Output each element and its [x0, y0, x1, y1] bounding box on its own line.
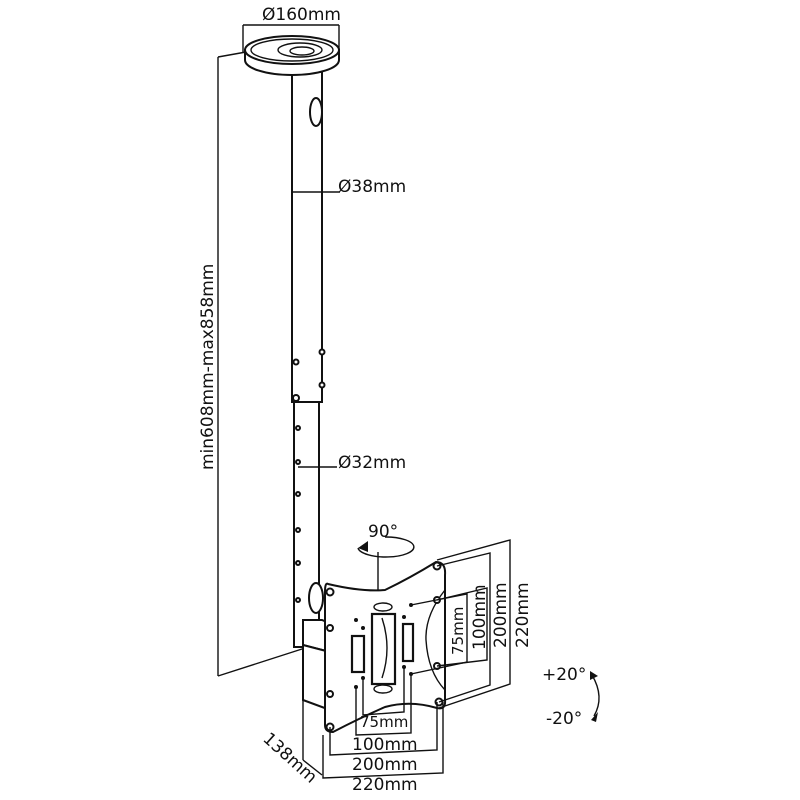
- lower-tube-diameter-label: Ø32mm: [338, 453, 406, 473]
- tilt-arrow-icon: [591, 674, 600, 717]
- ceiling-plate: [244, 35, 340, 76]
- vesa-h-220-label: 220mm: [352, 775, 418, 795]
- tube-hole: [292, 394, 300, 402]
- vesa-v-200-label: 200mm: [491, 582, 511, 648]
- tilt-up-label: +20°: [542, 665, 586, 685]
- depth-label: 138mm: [259, 729, 321, 788]
- vesa-v-100-label: 100mm: [470, 584, 490, 650]
- swivel-label: 90°: [368, 522, 398, 542]
- plate-diameter-label: Ø160mm: [262, 5, 341, 25]
- swivel-arrow-icon: [357, 536, 415, 558]
- vesa-v-220-label: 220mm: [513, 582, 533, 648]
- tube-hole: [292, 358, 300, 366]
- tube-slot: [309, 97, 323, 127]
- vesa-v-75-label: 75mm: [449, 607, 467, 655]
- vesa-h-75-label: 75mm: [360, 713, 408, 731]
- vesa-h-200-label: 200mm: [352, 755, 418, 775]
- lower-tube-holes: [295, 425, 301, 603]
- vesa-h-100-label: 100mm: [352, 735, 418, 755]
- tilt-down-label: -20°: [546, 709, 582, 729]
- height-range-label: min608mm-max858mm: [198, 264, 218, 470]
- upper-tube-diameter-label: Ø38mm: [338, 177, 406, 197]
- vesa-horizontal-dimensions: [322, 667, 444, 779]
- upper-tube: [291, 71, 323, 403]
- tube-hole: [318, 381, 326, 389]
- plate-diameter-dimension: [242, 24, 340, 52]
- vesa-plate: [324, 560, 447, 734]
- tube-hole: [318, 348, 326, 356]
- vesa-vertical-dimensions: [410, 539, 511, 709]
